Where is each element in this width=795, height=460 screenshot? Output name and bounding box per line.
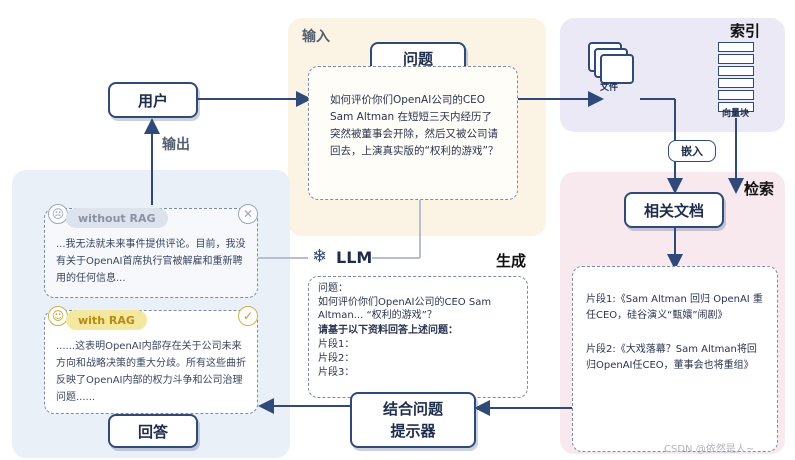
embed-node[interactable]: 嵌入 bbox=[668, 140, 716, 162]
user-node[interactable]: 用户 bbox=[108, 82, 198, 118]
with-rag-text: ......这表明OpenAI内部存在关于公司未来方向和战略决策的重大分歧。所有… bbox=[56, 341, 246, 403]
check-icon: ✓ bbox=[238, 306, 258, 326]
with-rag-tag: with RAG bbox=[66, 310, 147, 330]
file-stack-icon bbox=[588, 42, 634, 84]
index-section-label: 索引 bbox=[730, 22, 761, 40]
generation-section-label: 生成 bbox=[496, 252, 527, 270]
combine-line-2: 提示器 bbox=[390, 422, 436, 440]
llm-label: LLM bbox=[336, 248, 373, 267]
output-section-label: 输出 bbox=[162, 137, 190, 153]
prompt-segment-3: 片段3： bbox=[318, 367, 355, 378]
prompt-question: 如何评价你们OpenAI公司的CEO Sam Altman... “权利的游戏”… bbox=[318, 297, 492, 321]
retrieved-segment-1: 片段1:《Sam Altman 回归 OpenAI 重任CEO，硅谷演义“甄嬛”… bbox=[586, 294, 763, 321]
watermark: CSDN @依然是人~ bbox=[664, 444, 755, 455]
question-text: 如何评价你们OpenAI公司的CEO Sam Altman 在短短三天内经历了突… bbox=[330, 94, 499, 157]
retrieved-docs-box bbox=[572, 266, 778, 452]
file-label: 文件 bbox=[600, 83, 619, 93]
snowflake-icon: ❄ bbox=[312, 246, 328, 267]
without-rag-text: ...我无法就未来事件提供评论。目前，我没有关于OpenAI首席执行官被解雇和重… bbox=[56, 239, 246, 284]
prompt-title: 问题： bbox=[318, 283, 348, 294]
without-rag-tag: without RAG bbox=[66, 208, 168, 228]
related-docs-node[interactable]: 相关文档 bbox=[624, 192, 724, 228]
combine-line-1: 结合问题 bbox=[382, 400, 443, 418]
prompt-segment-1: 片段1： bbox=[318, 339, 355, 350]
sad-face-icon: ☹ bbox=[48, 204, 68, 224]
answer-node[interactable]: 回答 bbox=[108, 414, 198, 448]
question-box bbox=[308, 66, 518, 200]
prompt-box bbox=[308, 276, 528, 398]
retrieved-segment-2: 片段2:《大戏落幕？Sam Altman将回归OpenAI任CEO，董事会也将重… bbox=[586, 344, 757, 371]
vector-chunks-icon bbox=[718, 42, 754, 112]
combine-prompt-node[interactable]: 结合问题 提示器 bbox=[350, 392, 476, 448]
input-section-label: 输入 bbox=[302, 29, 330, 45]
retrieval-section-label: 检索 bbox=[744, 180, 775, 198]
cross-icon: ✕ bbox=[238, 204, 258, 224]
chunk-label: 向量块 bbox=[722, 109, 750, 119]
prompt-instruction: 请基于以下资料回答上述问题： bbox=[318, 325, 458, 336]
prompt-segment-2: 片段2： bbox=[318, 353, 355, 364]
happy-face-icon: ☺ bbox=[48, 306, 68, 326]
